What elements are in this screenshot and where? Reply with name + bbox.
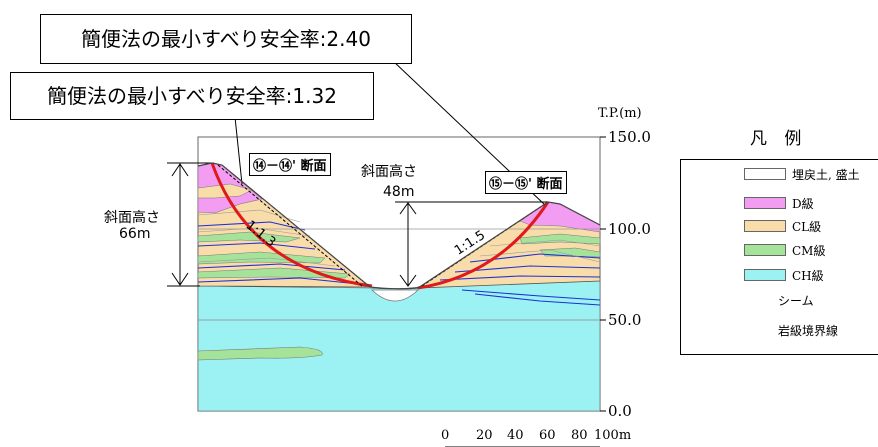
right-height-value: 48m (383, 184, 415, 200)
axis-ticks (600, 136, 606, 412)
left-height-title: 斜面高さ (104, 210, 160, 226)
legend-label: CM級 (792, 243, 826, 258)
right-height-dimension (395, 201, 548, 287)
cl-class-swatch (744, 220, 786, 232)
scale-tick-label: 60 (539, 428, 556, 443)
callout-top: 簡便法の最小すべり安全率:2.40 (40, 14, 412, 64)
legend-item-fill: 埋戻土, 盛土 (744, 167, 860, 182)
legend-box (680, 159, 878, 355)
legend-item-cm: CM級 (744, 243, 826, 258)
callout-second: 簡便法の最小すべり安全率:1.32 (10, 72, 374, 120)
legend-title: 凡 例 (750, 129, 808, 149)
ch-class-swatch (744, 269, 786, 281)
section-label-right: ⑮－⑮' 断面 (485, 171, 567, 194)
legend-item-d: D級 (744, 196, 814, 211)
legend-item-cl: CL級 (744, 219, 822, 234)
scale-tick-label: 20 (476, 428, 493, 443)
scale-tick-label: 40 (507, 428, 524, 443)
legend-label: CH級 (792, 268, 824, 283)
left-height-value: 66m (119, 226, 151, 242)
legend-label: D級 (792, 196, 814, 211)
legend-item-rock-boundary: 岩級境界線 (778, 324, 839, 338)
left-cm-band-1 (197, 231, 301, 243)
axis-tick-label: 100.0 (608, 220, 651, 238)
callout-second-leader (234, 116, 243, 185)
left-slope-line (217, 164, 363, 287)
right-slip-surface (417, 201, 550, 290)
cm-class-swatch (744, 244, 786, 256)
scale-tick-label: 100m (594, 428, 632, 443)
right-height-title: 斜面高さ (361, 164, 417, 180)
axis-tick-label: 150.0 (608, 128, 651, 146)
fill-swatch (744, 168, 786, 180)
section-label-left: ⑭－⑭' 断面 (249, 153, 331, 176)
left-cm-band-3 (197, 267, 351, 279)
valley-fill (371, 289, 419, 302)
scale-tick-label: 0 (441, 428, 450, 443)
legend-item-ch: CH級 (744, 268, 824, 283)
axis-tick-label: 50.0 (608, 311, 642, 329)
d-class-swatch (744, 197, 786, 209)
ground-profile (197, 162, 601, 290)
lower-cm-lens (197, 346, 323, 361)
axis-tick-label: 0.0 (608, 402, 632, 420)
left-slip-surface (210, 162, 373, 288)
legend-label: CL級 (792, 219, 822, 234)
scale-tick-label: 80 (571, 428, 588, 443)
legend-label: 埋戻土, 盛土 (792, 167, 860, 182)
left-seams (197, 221, 369, 286)
axis-unit-label: T.P.(m) (598, 106, 642, 121)
left-height-dimension (167, 162, 214, 287)
legend-item-seam: シーム (778, 294, 814, 308)
